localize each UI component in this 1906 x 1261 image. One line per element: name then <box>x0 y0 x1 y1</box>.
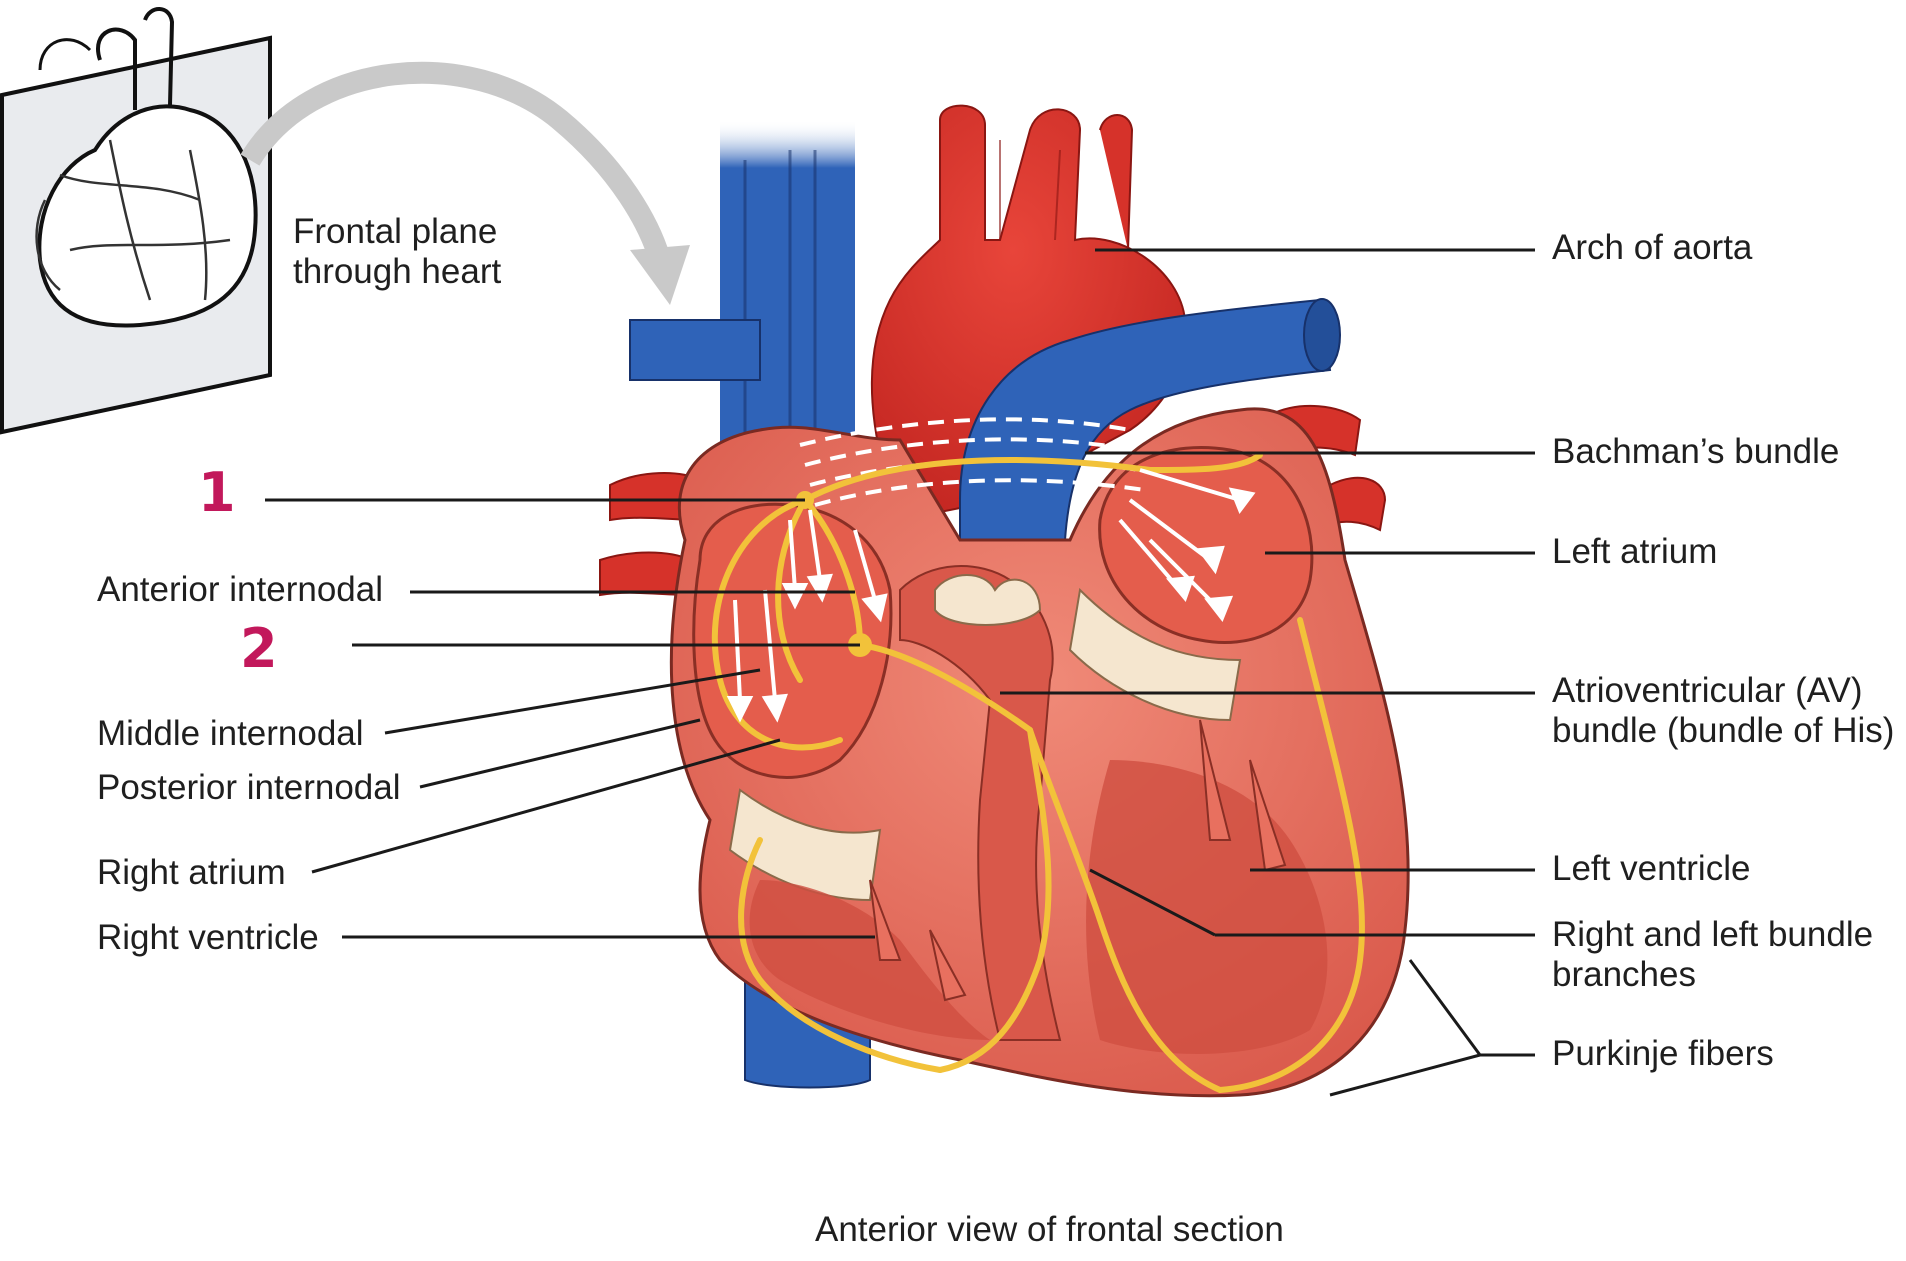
flow-arrows <box>726 468 1256 723</box>
label-bundle-branches-line2: branches <box>1552 955 1696 994</box>
leader-lines <box>265 248 1535 1097</box>
leader-posterior-internodal <box>419 718 701 789</box>
leader-right-atrium <box>311 738 781 874</box>
conduction-pathways <box>711 452 1365 1093</box>
handwritten-marker-1: 1 <box>198 461 236 524</box>
inset-frontal-plane <box>0 7 272 435</box>
label-bundle-branches-line1: Right and left bundle <box>1552 915 1874 954</box>
label-anterior-internodal: Anterior internodal <box>97 570 383 609</box>
label-right-atrium: Right atrium <box>97 853 286 892</box>
label-av-bundle: Atrioventricular (AV) bundle (bundle of … <box>1552 671 1894 751</box>
label-bundle-branches: Right and left bundle branches <box>1552 915 1873 995</box>
label-middle-internodal: Middle internodal <box>97 714 364 753</box>
label-bachmans-bundle: Bachman’s bundle <box>1552 432 1840 471</box>
label-left-atrium: Left atrium <box>1552 532 1718 571</box>
left-atrium-chamber <box>1068 446 1314 722</box>
leader-middle-internodal <box>384 668 761 735</box>
leader-bundle-branches-a <box>1089 868 1216 937</box>
inset-label-line2: through heart <box>293 252 502 291</box>
leader-purkinje-a <box>1408 959 1482 1056</box>
label-left-ventricle: Left ventricle <box>1552 849 1751 888</box>
label-posterior-internodal: Posterior internodal <box>97 768 401 807</box>
inset-label-line1: Frontal plane <box>293 212 498 251</box>
inset-label: Frontal plane through heart <box>293 212 501 292</box>
leader-purkinje-b <box>1329 1053 1481 1097</box>
papillary-muscles <box>869 719 1287 1002</box>
label-arch-of-aorta: Arch of aorta <box>1552 228 1753 267</box>
handwritten-marker-2: 2 <box>240 617 278 680</box>
label-av-bundle-line1: Atrioventricular (AV) <box>1552 671 1863 710</box>
figure-caption: Anterior view of frontal section <box>815 1210 1284 1249</box>
label-right-ventricle: Right ventricle <box>97 918 319 957</box>
curved-arrow-icon <box>240 61 690 305</box>
label-av-bundle-line2: bundle (bundle of His) <box>1552 711 1895 750</box>
label-purkinje-fibers: Purkinje fibers <box>1552 1034 1774 1073</box>
